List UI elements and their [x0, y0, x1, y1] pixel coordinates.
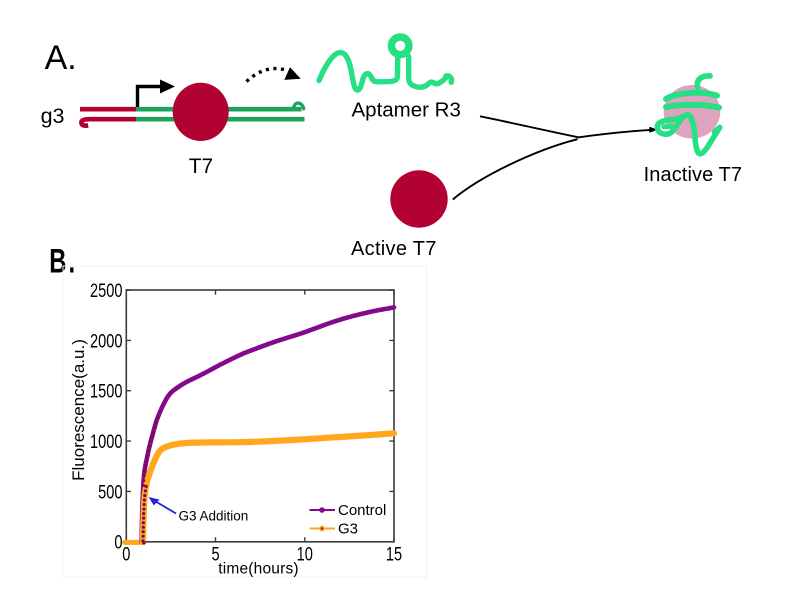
svg-text:Active T7: Active T7	[351, 238, 437, 260]
svg-text:B.: B.	[49, 242, 77, 280]
svg-text:G3: G3	[338, 521, 358, 538]
svg-text:10: 10	[297, 544, 313, 565]
svg-text:1500: 1500	[90, 381, 122, 402]
svg-text:15: 15	[386, 544, 402, 565]
svg-text:5: 5	[211, 544, 219, 565]
svg-text:0: 0	[122, 544, 130, 565]
svg-text:T7: T7	[189, 155, 213, 178]
svg-text:2500: 2500	[90, 280, 122, 301]
svg-text:time(hours): time(hours)	[218, 561, 299, 578]
svg-text:G3 Addition: G3 Addition	[179, 509, 249, 524]
svg-text:g3: g3	[41, 104, 65, 128]
svg-text:0: 0	[114, 532, 122, 553]
svg-text:Inactive T7: Inactive T7	[644, 164, 743, 186]
svg-text:2000: 2000	[90, 330, 122, 351]
svg-text:Fluorescence(a.u.): Fluorescence(a.u.)	[69, 339, 88, 481]
svg-text:Control: Control	[338, 502, 386, 519]
svg-text:1000: 1000	[90, 431, 122, 452]
svg-text:Aptamer R3: Aptamer R3	[352, 98, 461, 121]
svg-text:A.: A.	[45, 39, 77, 77]
svg-text:500: 500	[98, 481, 122, 502]
